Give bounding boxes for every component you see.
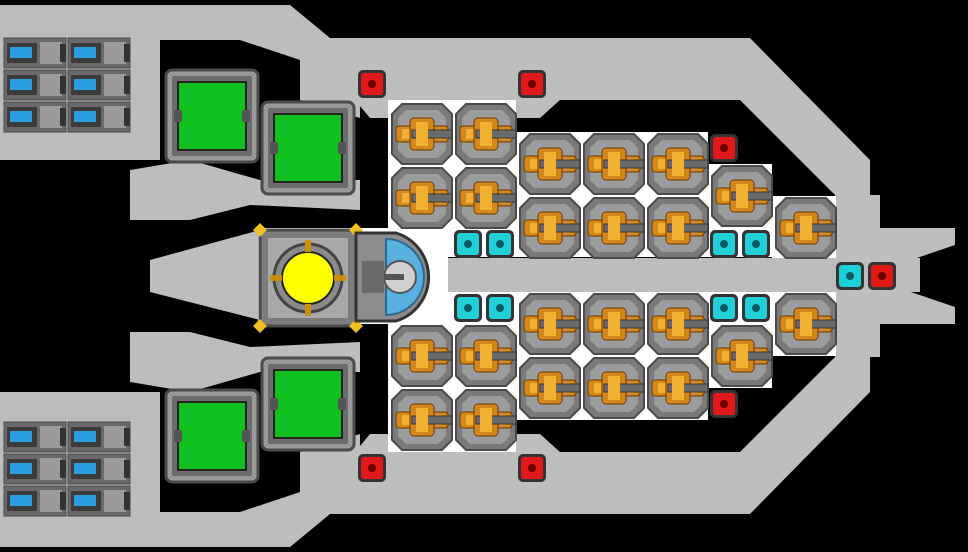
cannon-turret-icon[interactable] <box>775 197 837 259</box>
hull-segment <box>130 332 360 392</box>
cannon-turret-icon[interactable] <box>775 293 837 355</box>
hull-segment <box>150 230 260 320</box>
cannon-turret-icon[interactable] <box>455 389 517 451</box>
thruster-module-icon[interactable] <box>3 69 67 101</box>
alarm-node-icon[interactable] <box>518 454 546 482</box>
thruster-module-icon[interactable] <box>3 485 67 517</box>
cannon-turret-icon[interactable] <box>455 167 517 229</box>
cannon-turret-icon[interactable] <box>711 165 773 227</box>
cannon-turret-icon[interactable] <box>455 103 517 165</box>
hull-segment <box>130 160 360 220</box>
cannon-turret-icon[interactable] <box>647 197 709 259</box>
cannon-turret-icon[interactable] <box>391 167 453 229</box>
cannon-turret-icon[interactable] <box>647 357 709 419</box>
power-node-icon[interactable] <box>710 230 738 258</box>
power-node-icon[interactable] <box>486 230 514 258</box>
thruster-module-icon[interactable] <box>3 37 67 69</box>
cockpit-dome-icon[interactable] <box>354 231 430 323</box>
thruster-module-icon[interactable] <box>67 485 131 517</box>
cannon-turret-icon[interactable] <box>583 293 645 355</box>
hull-segment <box>300 42 360 118</box>
cargo-hold-icon[interactable] <box>164 68 260 164</box>
cannon-turret-icon[interactable] <box>519 357 581 419</box>
hull-segment <box>300 434 360 510</box>
cannon-turret-icon[interactable] <box>519 133 581 195</box>
alarm-node-icon[interactable] <box>358 70 386 98</box>
alarm-node-icon[interactable] <box>358 454 386 482</box>
thruster-module-icon[interactable] <box>3 101 67 133</box>
cannon-turret-icon[interactable] <box>519 197 581 259</box>
thruster-module-icon[interactable] <box>67 101 131 133</box>
alarm-node-icon[interactable] <box>868 262 896 290</box>
alarm-node-icon[interactable] <box>710 390 738 418</box>
cannon-turret-icon[interactable] <box>455 325 517 387</box>
power-node-icon[interactable] <box>486 294 514 322</box>
cargo-hold-icon[interactable] <box>260 356 356 452</box>
alarm-node-icon[interactable] <box>518 70 546 98</box>
cannon-turret-icon[interactable] <box>583 197 645 259</box>
cargo-hold-icon[interactable] <box>164 388 260 484</box>
ship-modules <box>3 37 896 517</box>
cannon-turret-icon[interactable] <box>391 325 453 387</box>
cannon-turret-icon[interactable] <box>519 293 581 355</box>
power-node-icon[interactable] <box>742 230 770 258</box>
thruster-module-icon[interactable] <box>67 421 131 453</box>
cargo-hold-icon[interactable] <box>260 100 356 196</box>
cannon-turret-icon[interactable] <box>583 133 645 195</box>
thruster-module-icon[interactable] <box>3 453 67 485</box>
cannon-turret-icon[interactable] <box>391 103 453 165</box>
power-node-icon[interactable] <box>454 230 482 258</box>
power-node-icon[interactable] <box>836 262 864 290</box>
cannon-turret-icon[interactable] <box>647 293 709 355</box>
cannon-turret-icon[interactable] <box>647 133 709 195</box>
power-node-icon[interactable] <box>710 294 738 322</box>
reactor-core-icon[interactable] <box>253 223 363 333</box>
power-node-icon[interactable] <box>454 294 482 322</box>
thruster-module-icon[interactable] <box>3 421 67 453</box>
thruster-module-icon[interactable] <box>67 69 131 101</box>
thruster-module-icon[interactable] <box>67 453 131 485</box>
alarm-node-icon[interactable] <box>710 134 738 162</box>
cannon-turret-icon[interactable] <box>711 325 773 387</box>
cannon-turret-icon[interactable] <box>583 357 645 419</box>
thruster-module-icon[interactable] <box>67 37 131 69</box>
ship-hull <box>0 5 955 547</box>
power-node-icon[interactable] <box>742 294 770 322</box>
cannon-turret-icon[interactable] <box>391 389 453 451</box>
